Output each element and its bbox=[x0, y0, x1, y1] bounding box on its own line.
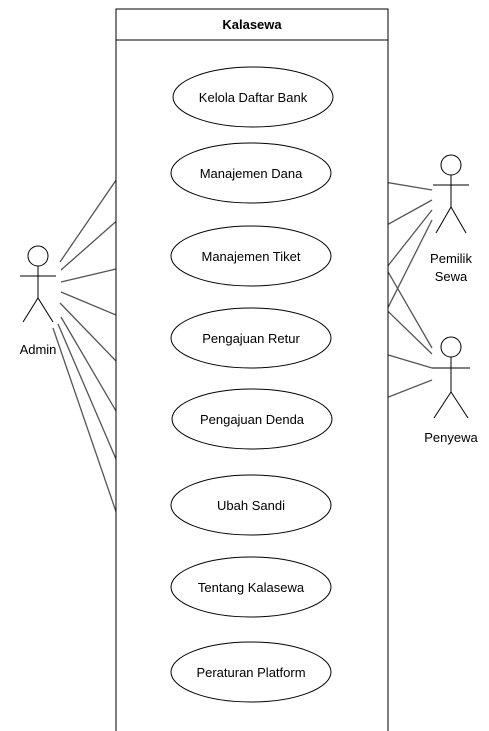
use-case-kelola-daftar-bank[interactable]: Kelola Daftar Bank bbox=[172, 66, 334, 128]
use-case-label: Tentang Kalasewa bbox=[198, 580, 305, 595]
actor-label: Penyewa bbox=[424, 430, 478, 445]
actor-leg-right bbox=[37, 297, 54, 323]
actor-label: Admin bbox=[20, 342, 57, 357]
use-case-label: Manajemen Dana bbox=[200, 166, 303, 181]
actor-head bbox=[440, 336, 462, 358]
use-case-pengajuan-denda[interactable]: Pengajuan Denda bbox=[171, 388, 333, 450]
use-case-ubah-sandi[interactable]: Ubah Sandi bbox=[170, 474, 332, 536]
actor-leg-left bbox=[435, 206, 452, 234]
actor-admin[interactable]: Admin bbox=[20, 245, 57, 357]
use-case-peraturan-platform[interactable]: Peraturan Platform bbox=[170, 641, 332, 703]
actor-leg-left bbox=[22, 297, 39, 323]
use-case-tentang-kalasewa[interactable]: Tentang Kalasewa bbox=[170, 556, 332, 618]
use-case-manajemen-tiket[interactable]: Manajemen Tiket bbox=[170, 225, 332, 287]
actor-head bbox=[440, 154, 462, 176]
use-case-label: Peraturan Platform bbox=[196, 665, 305, 680]
system-title: Kalasewa bbox=[222, 17, 282, 32]
use-case-label: Manajemen Tiket bbox=[202, 249, 301, 264]
use-case-label: Kelola Daftar Bank bbox=[199, 90, 308, 105]
use-case-manajemen-dana[interactable]: Manajemen Dana bbox=[170, 142, 332, 204]
actor-label-line2: Sewa bbox=[435, 269, 468, 284]
use-case-label: Pengajuan Denda bbox=[200, 412, 305, 427]
actor-penyewa[interactable]: Penyewa bbox=[424, 336, 479, 445]
actor-leg-right bbox=[450, 206, 467, 234]
use-case-label: Pengajuan Retur bbox=[202, 331, 300, 346]
use-case-pengajuan-retur[interactable]: Pengajuan Retur bbox=[170, 307, 332, 369]
actor-leg-left bbox=[433, 391, 452, 419]
use-case-label: Ubah Sandi bbox=[217, 498, 285, 513]
actor-pemilik-sewa[interactable]: Pemilik Sewa bbox=[430, 154, 472, 284]
actor-leg-right bbox=[450, 391, 469, 419]
actor-label-line1: Pemilik bbox=[430, 251, 472, 266]
actor-head bbox=[27, 245, 49, 267]
